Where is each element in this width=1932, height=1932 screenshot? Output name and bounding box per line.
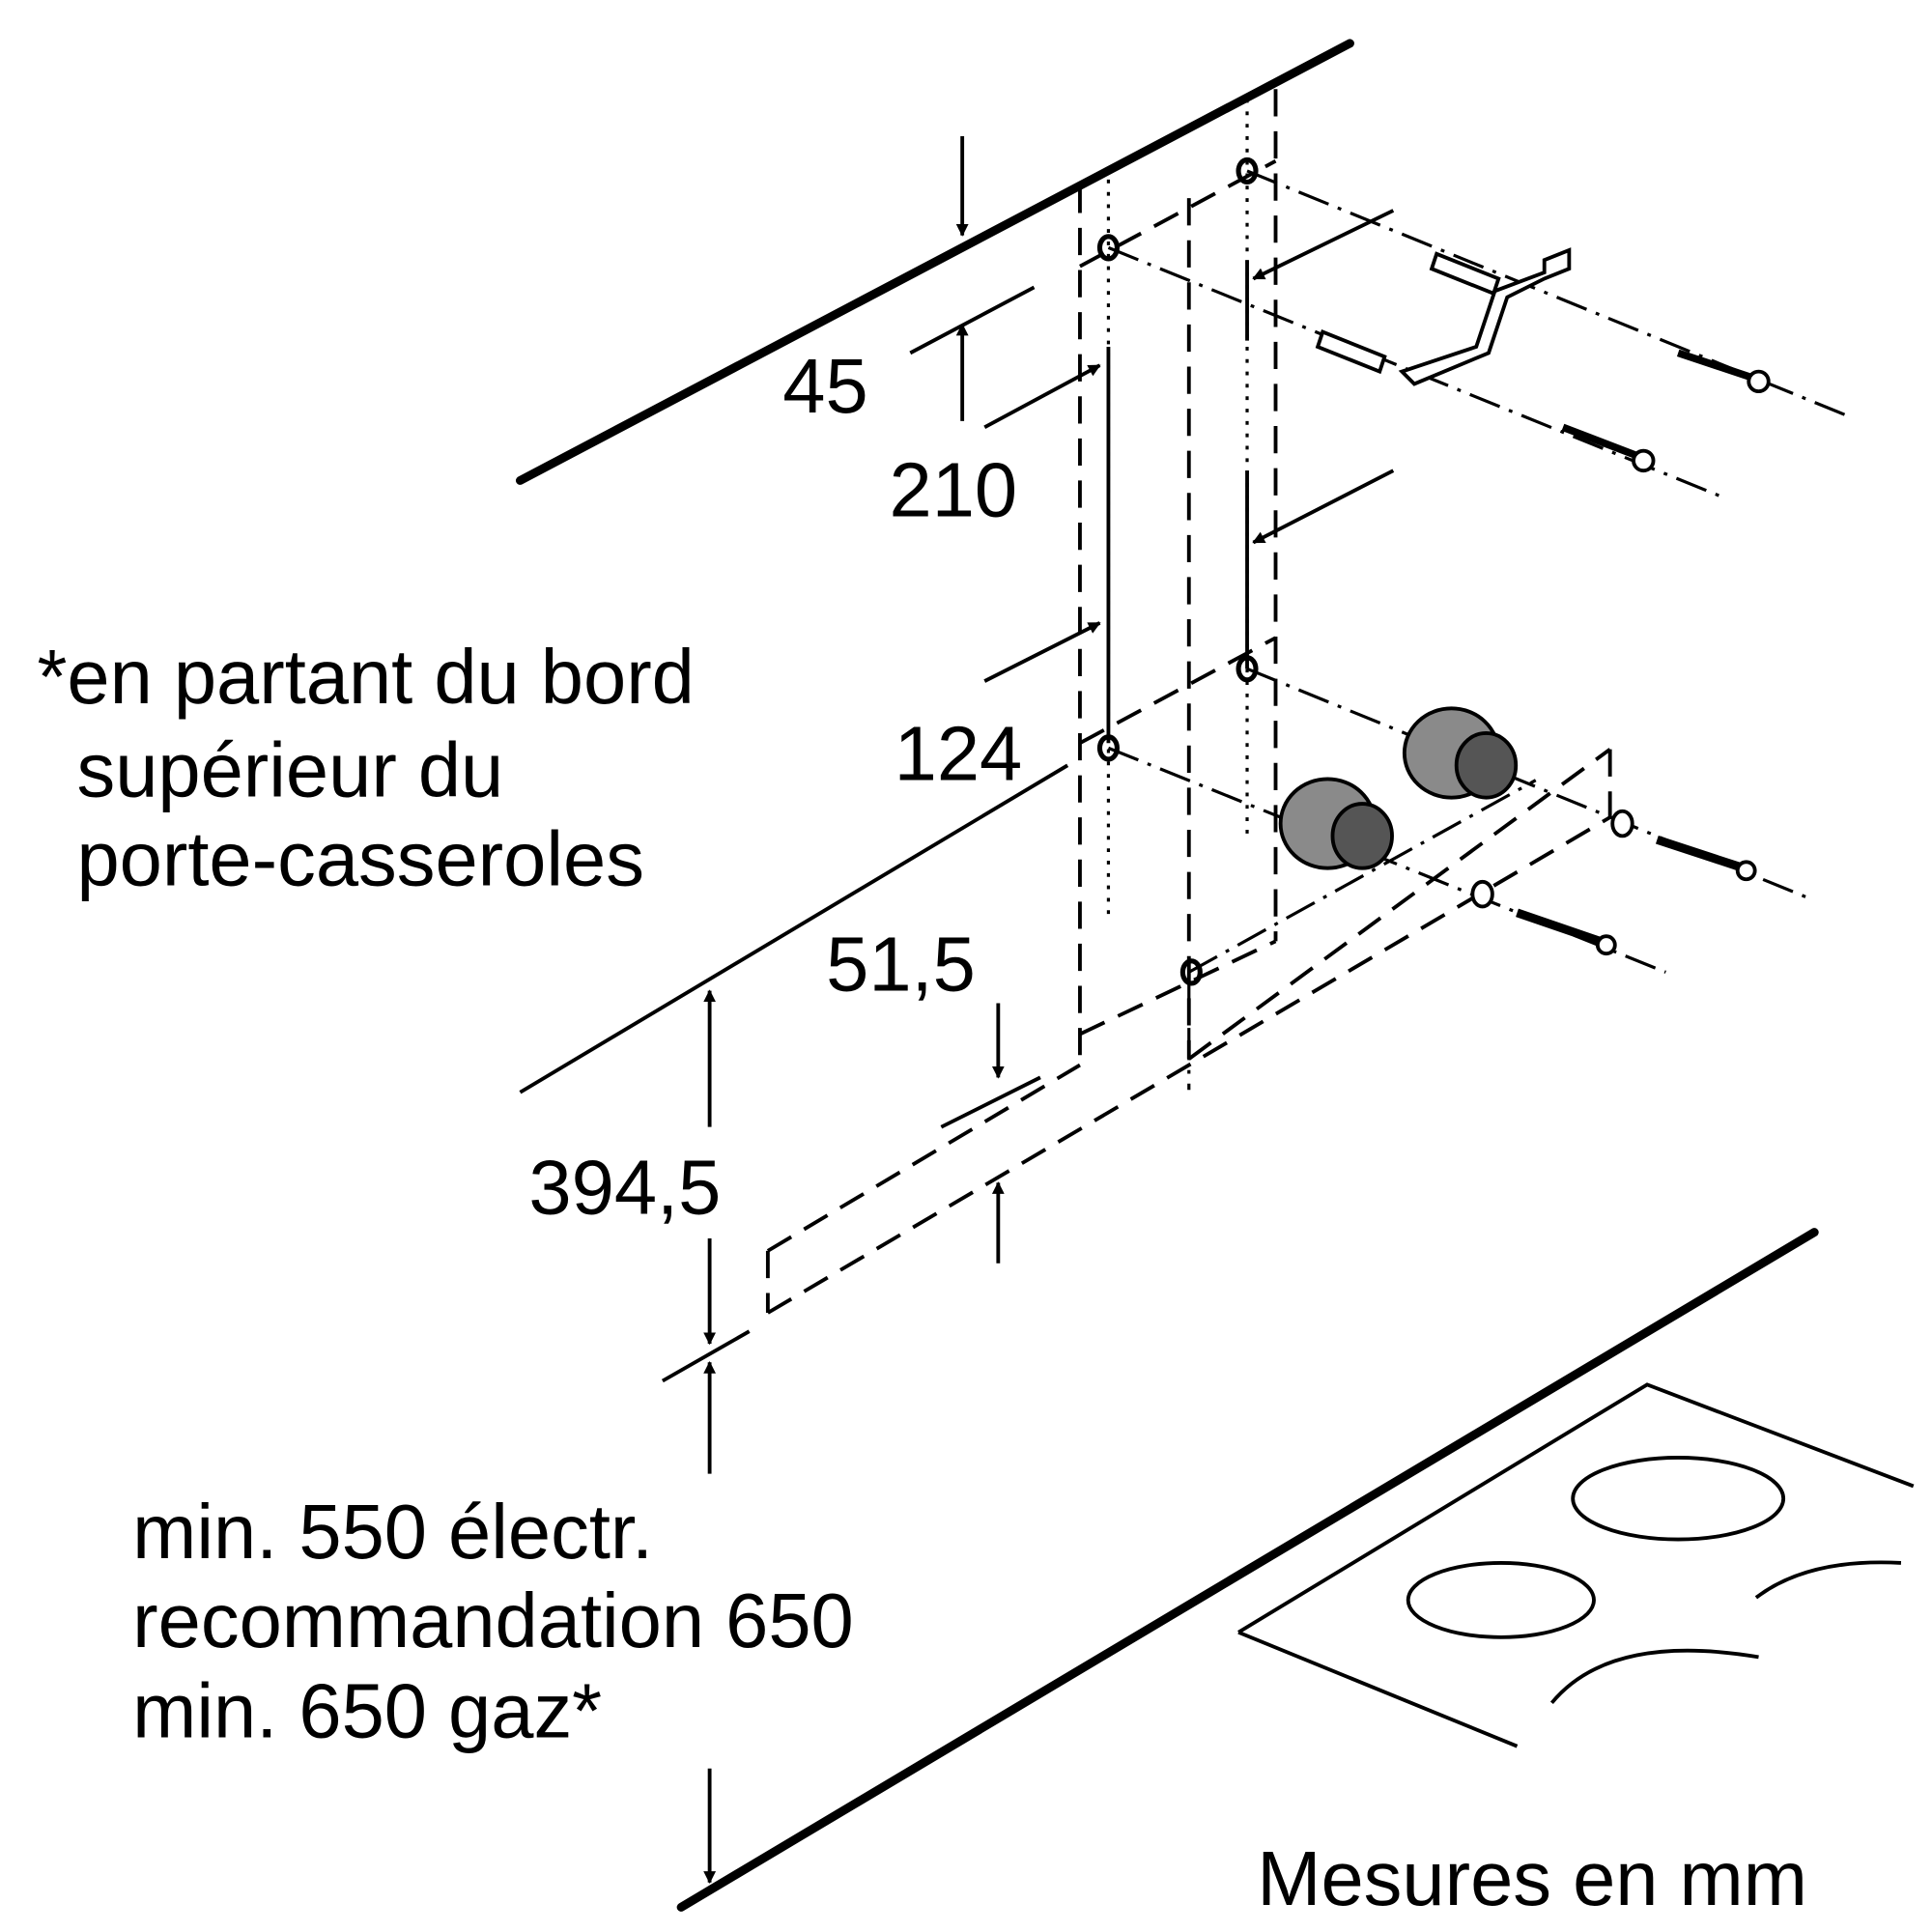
drill-holes <box>1096 156 1259 986</box>
dimension-45: 45 <box>782 343 867 429</box>
ceiling-edge <box>515 39 1354 485</box>
burner-icon <box>1406 1561 1596 1639</box>
plug-icon <box>1278 706 1519 870</box>
burner-icon <box>1754 1560 1902 1600</box>
dimension-394-5: 394,5 <box>528 1144 721 1230</box>
clearance-gas: min. 650 gaz* <box>132 1668 602 1754</box>
note-line-1: *en partant du bord <box>37 634 694 720</box>
pan-rail-edge <box>519 763 1069 1094</box>
hood-outline <box>765 89 1612 1315</box>
dimension-210: 210 <box>890 447 1018 533</box>
dimension-51-5: 51,5 <box>826 922 976 1008</box>
dimension-lines <box>661 136 1395 1885</box>
clearance-recommended: recommandation 650 <box>132 1577 854 1663</box>
units-label: Mesures en mm <box>1257 1835 1807 1921</box>
hole-icon <box>1096 234 1120 262</box>
note-line-3: porte-casseroles <box>76 816 643 902</box>
bolt-icon <box>1470 809 1757 956</box>
burner-icon <box>1549 1648 1759 1705</box>
mounting-axes <box>1107 169 1846 974</box>
note-line-2: supérieur du <box>76 726 503 812</box>
hole-icon <box>1179 958 1203 986</box>
clearance-electric: min. 550 électr. <box>132 1489 653 1575</box>
screw-icon <box>1561 349 1771 473</box>
cooktop <box>1237 1382 1915 1748</box>
dimension-124: 124 <box>895 711 1023 797</box>
burner-icon <box>1571 1456 1786 1542</box>
worktop-edge <box>676 1228 1819 1912</box>
hole-icon <box>1236 156 1259 185</box>
mounting-bracket-icon <box>1398 247 1572 386</box>
